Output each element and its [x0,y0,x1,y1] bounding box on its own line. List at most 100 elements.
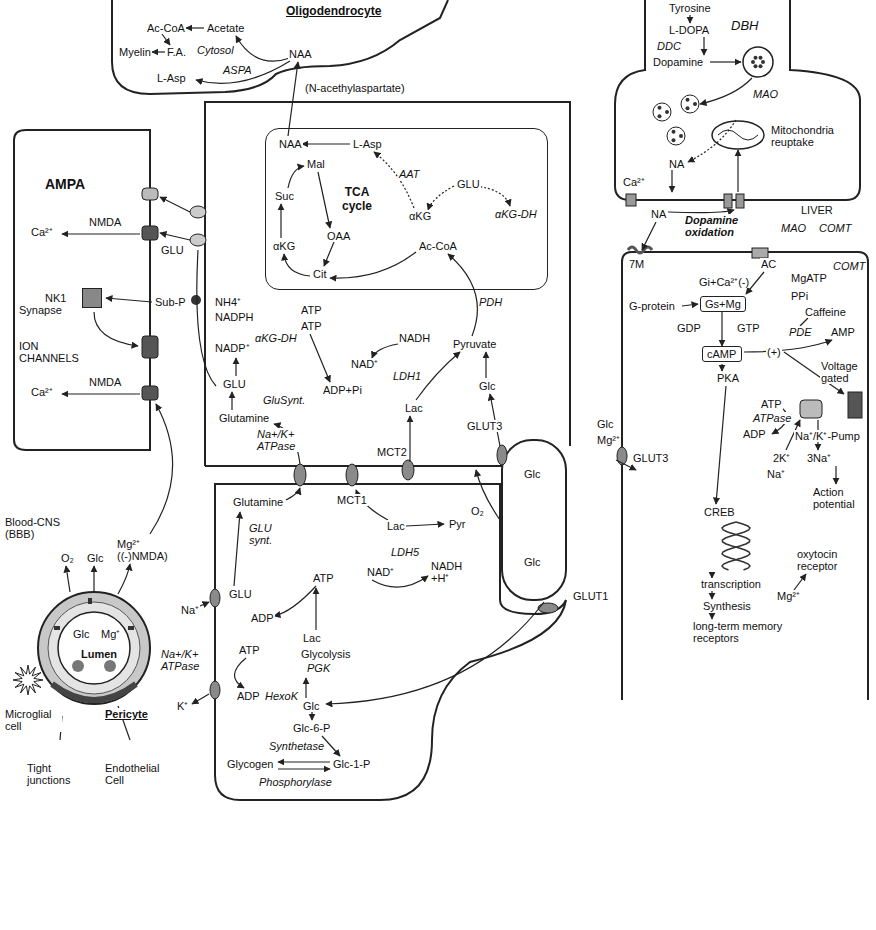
capillary-section [72,660,84,672]
label-text: Glc [72,628,91,640]
label-text: AC [760,258,777,270]
label-text: Glc [478,380,497,392]
label-text: Ca²⁺ [622,176,646,188]
synapse-symbol [710,61,741,62]
label-text: ION CHANNELS [18,340,80,364]
label-text: GLU [222,378,247,390]
receptor-symbol [142,386,158,400]
synapse-symbol [616,15,862,619]
label-text: GLUT3 [632,452,669,464]
synapse-symbol [794,574,806,590]
pathway-arrow [234,512,240,586]
label-text: Na⁺ [766,468,786,480]
synapse-symbol [672,138,676,142]
label-text: Phosphorylase [258,776,333,788]
synapse-symbol [718,130,758,140]
pathway-arrow [186,27,204,28]
process-box: Gs+Mg [700,296,746,312]
synapse-symbol [721,364,722,371]
label-text: ATP [300,320,323,332]
label-text: NAA [278,138,303,150]
transporter [346,464,358,486]
pathway-arrow [106,298,152,302]
label-text: Na+/K+ ATPase [256,428,302,452]
node-text: NK1 [45,292,66,304]
label-text: Myelin [118,46,152,58]
synapse-symbol [759,64,763,68]
label-text: NA [668,158,685,170]
label-text: AMP [830,326,856,338]
label-text: Glc [86,552,105,564]
connector [721,312,722,346]
label-text: L-Asp [352,138,383,150]
label-text: Tyrosine [668,2,712,14]
label-text: Blood-CNS (BBB) [4,516,66,540]
label-text: NMDA [88,376,122,388]
label-text: (N-acethylaspartate) [304,82,406,94]
synapse-symbol [800,318,808,326]
label-text: OAA [326,230,351,242]
capillary-section [38,592,150,704]
capillary-section [52,684,136,700]
pathway-arrow [62,393,140,394]
synapse-symbol [759,56,763,60]
transporter [497,445,507,465]
label-text: Voltage gated [820,360,864,384]
label-text: Ac-CoA [418,240,458,252]
label-text: Action potential [812,486,864,510]
pathway-arrow [318,172,330,228]
label-text: NADH [398,332,431,344]
label-text: (+) [766,346,782,358]
label-text: transcription [700,578,762,590]
label-text: Oligodendrocyte [285,4,382,18]
pathway-arrow [310,334,330,382]
label-text: Suc [274,190,295,202]
label-text: Lac [302,632,322,644]
pathway-arrow [305,678,306,698]
pathway-arrow [409,416,410,462]
pathway-arrow [274,586,316,616]
cell-outline [112,0,448,94]
synapse-symbol [686,98,690,102]
label-text: COMT [818,222,852,234]
pathway-arrow [326,602,544,704]
label-text: COMT [832,260,866,272]
synapse-symbol [626,194,636,206]
label-text: αKG-DH [494,208,538,220]
label-text: HexoK [264,690,299,702]
label-text: Lac [386,520,406,532]
label-text: K⁺ [176,700,189,712]
label-text: GTP [736,322,761,334]
transporter [210,589,220,607]
label-text: MCT2 [376,446,408,458]
label-text: ASPA [222,64,253,76]
pathway-arrow [192,694,209,704]
pathway-arrow [324,242,334,266]
label-text: αKG [408,210,432,222]
receptor-symbol [142,188,158,200]
label-text: Pyr [448,518,467,530]
label-text: Glc-6-P [292,722,331,734]
pathway-arrow [231,392,232,410]
label-text: Glc [302,700,321,712]
pathway-arrow [278,768,330,769]
label-text: NH4⁺ [214,296,242,308]
label-text: Dopamine [652,56,704,68]
label-text: GLU [456,178,481,190]
synapse-symbol [737,150,738,192]
label-text: Sub-P [154,296,187,308]
synapse-symbol [642,222,656,250]
capillary-section [128,626,134,630]
synapse-symbol [722,522,750,570]
label-text: Cytosol [196,44,235,56]
pathway-arrow [286,488,300,500]
synapse-symbol [686,106,690,110]
label-text: oxytocin receptor [796,548,854,572]
transporter [210,681,220,699]
synapse-symbol [679,134,683,138]
label-text: ADP+Pi [322,384,363,396]
synapse-symbol [722,522,750,570]
synapse-symbol [688,120,736,162]
